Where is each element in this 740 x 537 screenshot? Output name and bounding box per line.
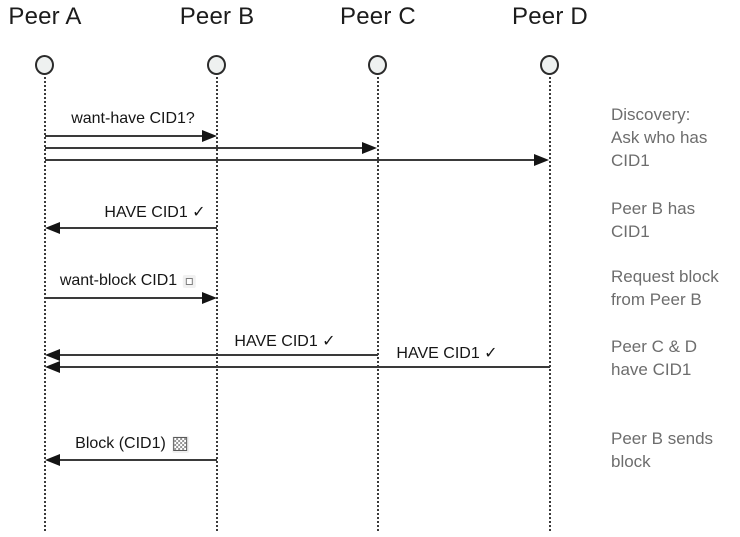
arrowhead-left-icon [45,454,60,466]
arrowhead-left-icon [45,361,60,373]
small-square-icon [183,274,197,288]
lifeline-peer-d [549,77,551,531]
arrowhead-right-icon [534,154,549,166]
annotation-request-block: Request block from Peer B [611,267,719,309]
message-arrow [58,459,217,461]
lifeline-peer-a [44,77,46,531]
actor-label-peer-c: Peer C [340,3,416,30]
annotation-peer-c-d: Peer C & D have CID1 [611,337,697,379]
annotation-discovery: Discovery: Ask who has CID1 [611,105,708,170]
message-arrow [58,366,550,368]
message-label: Block (CID1) [75,435,189,453]
message-label: want-block CID1 [60,272,197,290]
annotation-peer-b-has: Peer B has CID1 [611,199,696,241]
message-arrow [58,354,378,356]
checkered-square-icon [171,435,189,453]
actor-label-peer-a: Peer A [8,3,82,30]
message-arrow [45,297,204,299]
lifeline-peer-b [216,77,218,531]
actor-label-peer-d: Peer D [512,3,588,30]
arrowhead-left-icon [45,349,60,361]
message-arrow [58,227,217,229]
lifeline-peer-c [377,77,379,531]
message-arrow [45,159,537,161]
arrowhead-left-icon [45,222,60,234]
message-label: want-have CID1? [71,110,195,127]
arrowhead-right-icon [202,130,217,142]
message-arrow [45,135,204,137]
actor-circle-icon [540,55,559,75]
message-label: HAVE CID1 ✓ [104,204,206,221]
message-arrow [45,147,365,149]
message-label: HAVE CID1 ✓ [234,333,336,350]
actor-label-peer-b: Peer B [179,3,255,30]
arrowhead-right-icon [202,292,217,304]
actor-circle-icon [368,55,387,75]
arrowhead-right-icon [362,142,377,154]
annotation-peer-b-sends: Peer B sends block [611,429,714,471]
actor-circle-icon [207,55,226,75]
actor-circle-icon [35,55,54,75]
message-label: HAVE CID1 ✓ [396,345,498,362]
